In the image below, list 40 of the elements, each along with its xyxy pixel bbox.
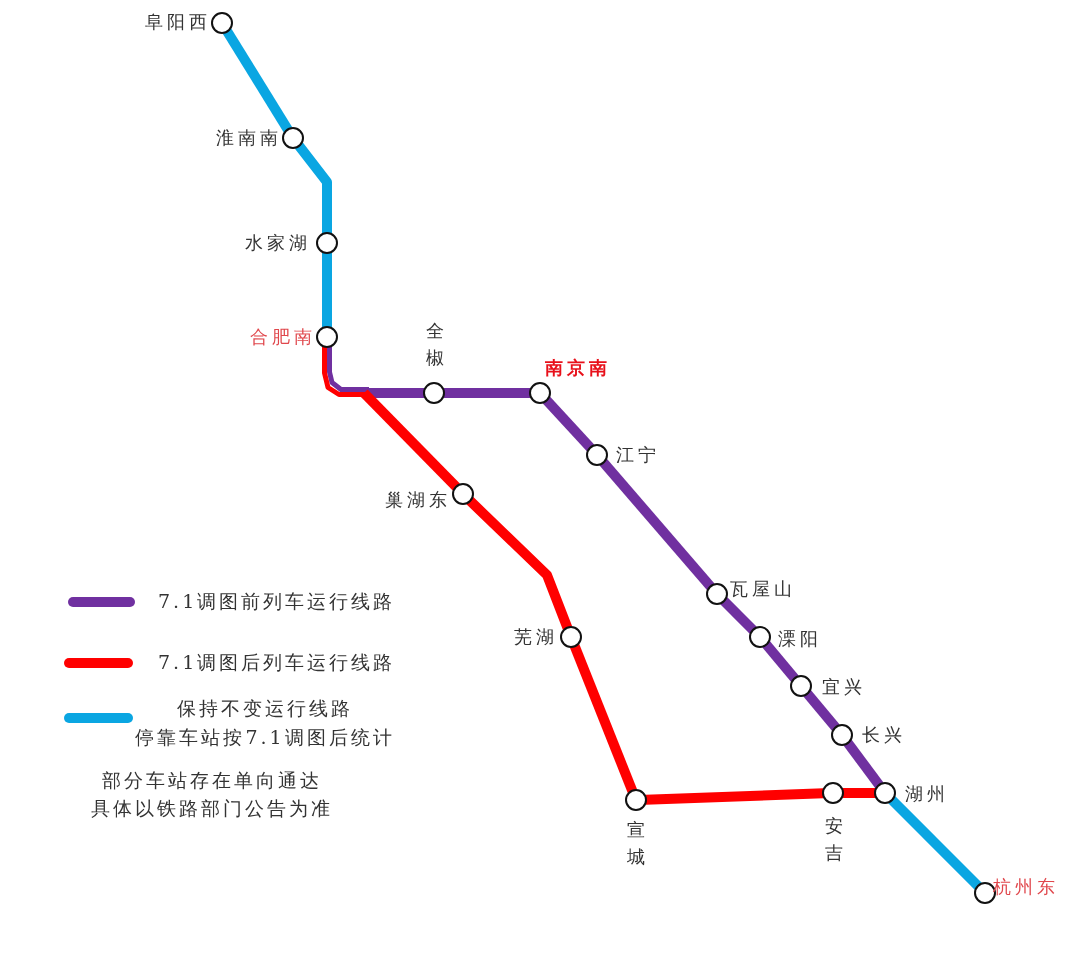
station-name: 杭州东 xyxy=(993,876,1059,898)
station-name: 合肥南 xyxy=(250,326,316,348)
station-name: 宜兴 xyxy=(822,676,866,698)
note-text: 具体以铁路部门公告为准 xyxy=(91,796,333,821)
station-name: 巢湖东 xyxy=(385,489,451,511)
rail-line xyxy=(842,788,876,798)
rail-line xyxy=(843,739,884,789)
station-name: 瓦屋山 xyxy=(730,578,796,600)
station-name: 溧阳 xyxy=(778,628,822,650)
legend-text: 7.1调图前列车运行线路 xyxy=(158,589,396,614)
note-text: 部分车站存在单向通达 xyxy=(102,768,322,793)
station-name: 安吉 xyxy=(825,814,844,865)
rail-line xyxy=(466,497,573,630)
station-name: 水家湖 xyxy=(245,232,311,254)
station-name: 宣城 xyxy=(627,818,646,869)
rail-line xyxy=(599,459,715,590)
station-name: 江宁 xyxy=(616,444,660,466)
rail-line xyxy=(569,644,638,793)
rail-line xyxy=(720,597,757,634)
station-name: 湖州 xyxy=(905,783,949,805)
station-name: 长兴 xyxy=(862,724,906,746)
rail-line xyxy=(803,690,840,731)
station-name: 芜湖 xyxy=(514,626,558,648)
rail-line xyxy=(443,388,531,398)
rail-line xyxy=(542,396,595,452)
rail-line xyxy=(294,142,332,234)
station-name: 全椒 xyxy=(426,319,445,370)
rail-line xyxy=(322,346,460,491)
rail-line xyxy=(322,252,332,328)
station-name: 阜阳西 xyxy=(145,11,211,33)
legend-text: 保持不变运行线路 xyxy=(177,696,353,721)
rail-line xyxy=(888,796,982,890)
rail-line xyxy=(762,641,799,682)
rail-line xyxy=(645,788,824,805)
legend-text: 7.1调图后列车运行线路 xyxy=(158,650,396,675)
rail-line xyxy=(327,346,425,398)
station-name: 南京南 xyxy=(545,357,611,379)
note-text: 停靠车站按7.1调图后统计 xyxy=(135,725,395,750)
station-name: 淮南南 xyxy=(216,127,282,149)
rail-line xyxy=(222,28,293,133)
